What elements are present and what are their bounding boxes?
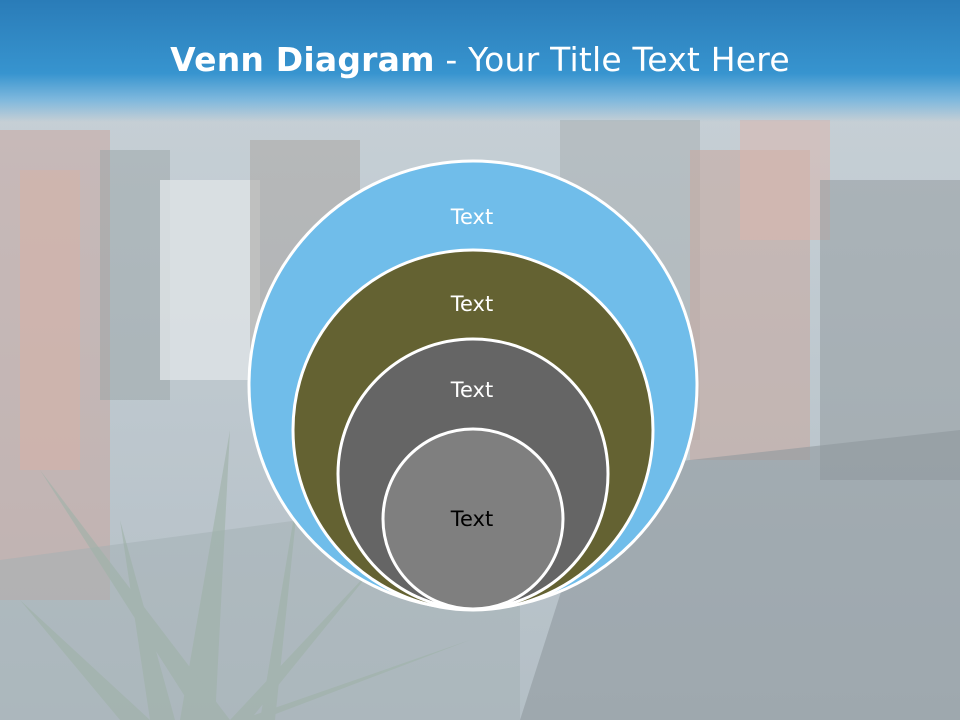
venn-circle-2-label: Text <box>450 292 493 316</box>
slide-title-bold: Venn Diagram <box>170 40 435 79</box>
venn-circle-1-label: Text <box>450 205 493 229</box>
venn-circle-3-label: Text <box>450 378 493 402</box>
title-bar <box>0 0 960 122</box>
slide-title: Venn Diagram - Your Title Text Here <box>0 40 960 79</box>
slide-title-rest: - Your Title Text Here <box>434 40 790 79</box>
venn-circle-4-label: Text <box>450 507 493 531</box>
venn-circle-4[interactable] <box>381 427 565 611</box>
